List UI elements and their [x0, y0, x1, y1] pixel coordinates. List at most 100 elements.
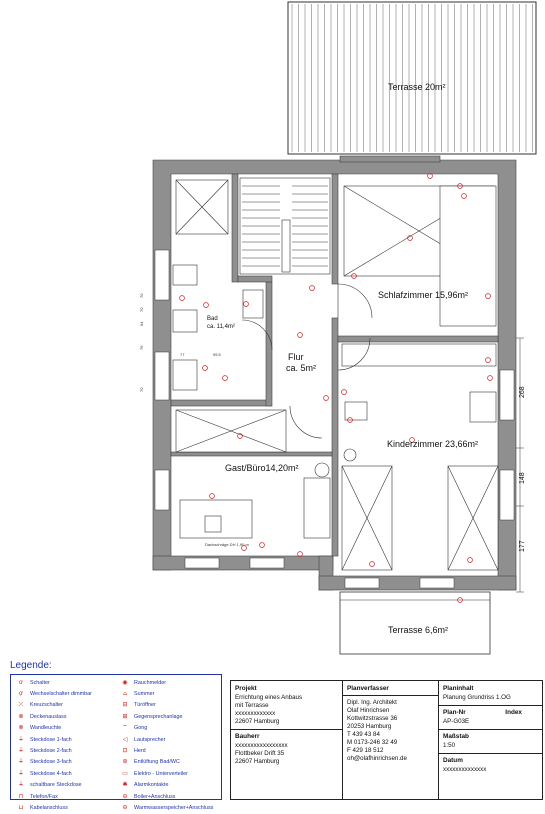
electrical-symbol	[457, 183, 463, 189]
legend-item: ▭Elektro - Unterverteiler	[119, 768, 223, 779]
electrical-symbol	[427, 173, 433, 179]
bedroom-furniture	[343, 185, 497, 327]
legend-item-label: schaltbare Steckdose	[30, 782, 82, 789]
legend-item-label: Entlüftung Bad/WC	[134, 759, 180, 766]
speaker-icon: ◁	[122, 736, 128, 743]
socket-3-icon: ⏚	[17, 759, 24, 766]
legend-item: ợ Wechselschalter dimmbar	[15, 688, 119, 699]
label-kids: Kinderzimmer 23,66m²	[387, 439, 478, 449]
label-slope-note: Dachschräge DH 1,90 m	[205, 542, 249, 547]
legend-item-label: Elektro - Unterverteiler	[134, 770, 188, 777]
dim-70b: 70	[139, 387, 144, 392]
scale-heading: Maßstab	[443, 733, 469, 740]
planner-line: T 439 43 84	[347, 731, 380, 738]
legend-item: ⏚Steckdose 2-fach	[15, 745, 119, 756]
electrical-symbol	[203, 302, 209, 308]
project-line: mit Terrasse	[235, 702, 269, 709]
label-hall-area: ca. 5m²	[286, 363, 316, 373]
electrical-symbol	[222, 375, 228, 381]
socket-1-icon: ⏚	[17, 736, 24, 743]
windows	[154, 249, 515, 589]
label-hall: Flur	[288, 352, 304, 362]
electrical-symbol	[237, 433, 243, 439]
dim-77: 77	[180, 352, 185, 357]
legend-item-label: Herd	[134, 748, 146, 755]
boiler-icon: ⊖	[122, 793, 128, 800]
legend-item: ◉Rauchmelder	[119, 677, 223, 688]
dim-177: 177	[519, 540, 526, 552]
dimension-lines	[516, 337, 524, 593]
legend-item-label: Steckdose 3-fach	[30, 759, 72, 766]
electrical-symbol	[202, 365, 208, 371]
legend-item: ⊟ Türöffner	[119, 700, 223, 711]
legend-item: ⊔Kabelanschluss	[15, 802, 119, 813]
electrical-symbol	[323, 395, 329, 401]
planner-line: F 429 18 512	[347, 747, 384, 754]
legend-column-2: ◉Rauchmelder⌓Summer ⊟ Türöffner ⊞Gegensprec…	[119, 677, 223, 814]
legend-item-label: Steckdose 4-fach	[30, 770, 72, 777]
legend-item-label: Wechselschalter dimmbar	[30, 691, 92, 698]
electrical-symbol	[485, 357, 491, 363]
legend-item-label: Deckenauslass	[30, 713, 67, 720]
legend-item: ⊓Telefon/Fax	[15, 791, 119, 802]
legend-item-label: Steckdose 2-fach	[30, 748, 72, 755]
ceiling-outlet-icon: ⊗	[18, 713, 24, 720]
electrical-symbol	[243, 301, 249, 307]
ventilation-icon: ⊛	[122, 759, 128, 766]
bath-fixtures	[172, 179, 264, 391]
legend-item: ⊡ Herd	[119, 745, 223, 756]
index-heading: Index	[505, 709, 522, 716]
electrical-symbol	[409, 437, 415, 443]
cross-switch-icon: ⤫	[18, 702, 24, 709]
legend-item-label: Gegensprechanlage	[134, 713, 183, 720]
door-opener-icon: ⊟	[122, 702, 128, 709]
legend-item: ⌓Summer	[119, 688, 223, 699]
kids-furniture	[341, 343, 499, 571]
legend-item-label: Türöffner	[134, 702, 156, 709]
owner-line: Flottbeker Drift 35	[235, 750, 285, 757]
dim-268: 268	[519, 386, 526, 398]
project-line: xxxxxxxxxxxxx	[235, 710, 276, 717]
smoke-detector-icon: ◉	[122, 679, 128, 686]
socket-4-icon: ⏚	[17, 770, 24, 777]
legend-item: ⊞Gegensprechanlage	[119, 711, 223, 722]
owner-line: 22607 Hamburg	[235, 758, 280, 765]
legend-item-label: Wandleuchte	[30, 725, 62, 732]
planner-line: oh@olafhinrichsen.de	[347, 755, 407, 762]
planner-line: Kottwitzstrasse 36	[347, 715, 398, 722]
staircase	[239, 177, 331, 275]
project-line: Errichtung eines Anbaus	[235, 694, 303, 701]
electrical-symbol	[407, 235, 413, 241]
electrical-symbol	[209, 493, 215, 499]
electrical-symbol	[467, 557, 473, 563]
legend-item-label: Kreuzschalter	[30, 702, 63, 709]
legend-item: ⏚schaltbare Steckdose	[15, 780, 119, 791]
stove-icon: ⊡	[122, 748, 128, 755]
cable-connection-icon: ⊔	[18, 804, 24, 811]
legend-item-label: Lautsprecher	[134, 736, 166, 743]
legend-item-label: Alarmkontakte	[134, 782, 169, 789]
planner-line: Dipl. Ing. Architekt	[347, 699, 397, 706]
legend-item: ⏚ Steckdose 4-fach	[15, 768, 119, 779]
legend-item: ⊖ Boiler+Anschluss	[119, 791, 223, 802]
guest-furniture	[175, 409, 331, 539]
dim-94: 94	[139, 321, 144, 326]
legend-item: ⏚ Steckdose 3-fach	[15, 757, 119, 768]
electrical-symbol	[457, 597, 463, 603]
legend-item: ◁ Lautsprecher	[119, 734, 223, 745]
electrical-symbol	[297, 551, 303, 557]
two-way-switch-icon: ợ	[19, 691, 23, 698]
gong-icon: ⌔	[122, 725, 128, 732]
owner-heading: Bauherr	[235, 733, 260, 740]
project-line: 22607 Hamburg	[235, 718, 280, 725]
electrical-symbol	[347, 417, 353, 423]
legend-item: ⊗Wandleuchte	[15, 723, 119, 734]
legend-item-label: Summer	[134, 691, 155, 698]
switch-icon: ơ	[19, 679, 23, 686]
content-heading: Planinhalt	[443, 685, 474, 692]
legend-item: ⊛ Entlüftung Bad/WC	[119, 757, 223, 768]
hot-water-tank-icon: ⊖	[122, 804, 128, 811]
alarm-contact-icon: ✱	[122, 782, 128, 789]
legend-item-label: Boiler+Anschluss	[134, 793, 176, 800]
